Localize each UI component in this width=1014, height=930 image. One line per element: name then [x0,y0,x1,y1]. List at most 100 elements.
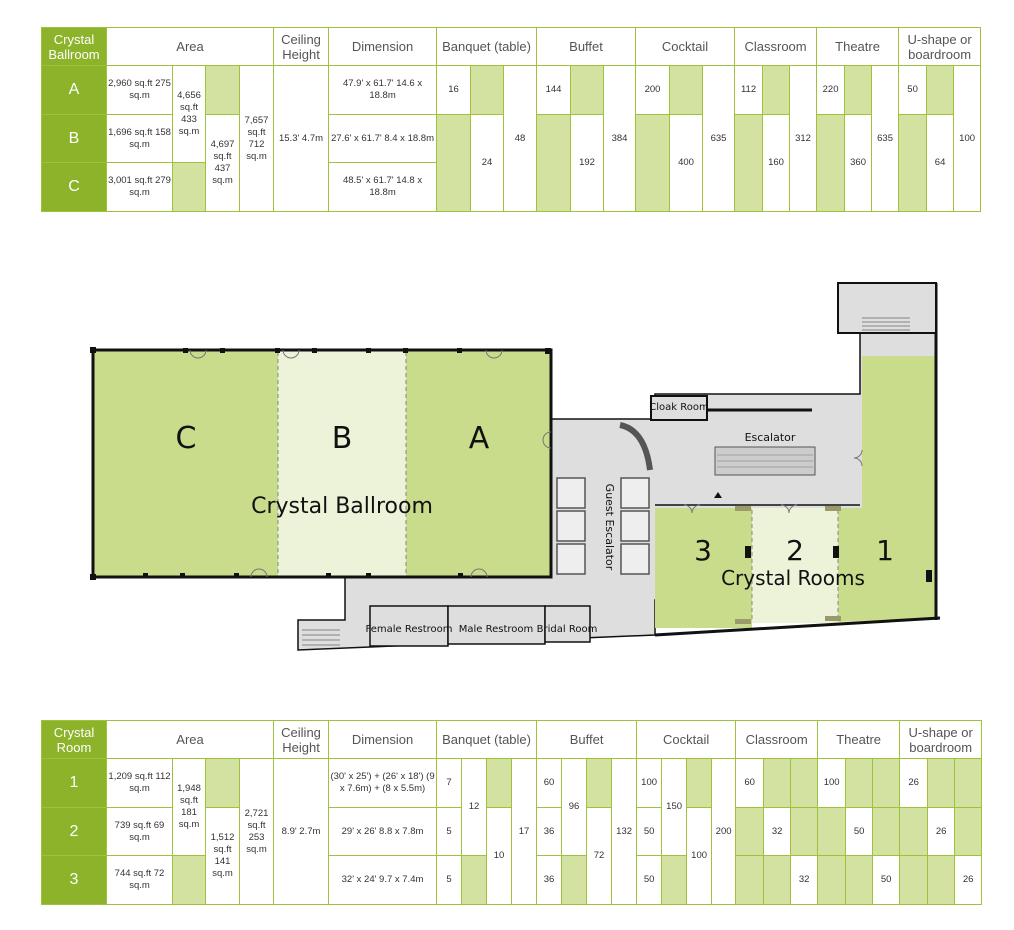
cloak-room [650,395,708,421]
guest-escalator-label: Guest Escalator [603,484,616,571]
cocktail-cell: 100 [636,758,663,808]
cocktail-header: Cocktail [636,720,737,759]
room-c-label: C [176,421,197,456]
area-cell: 2,960 sq.ft 275 sq.m [106,65,173,115]
area-header: Area [105,27,275,66]
room-b-label: B [332,421,353,456]
banquet-total-cell: 48 [503,65,538,212]
ushape-header: U-shape or boardroom [899,720,983,759]
area-cell: 1,696 sq.ft 158 sq.m [106,114,173,163]
theatre-total-cell: 635 [871,65,900,212]
dimension-cell: (30' x 25') + (26' x 18') (9 x 7.6m) + (… [328,758,438,808]
row-label-3: 3 [41,855,107,905]
crystal-room-1-area [838,356,936,622]
classroom-header: Classroom [734,27,818,66]
wall-posts [90,347,932,582]
cocktail-combo-cell: 400 [669,114,704,212]
escalator-steps [717,454,813,468]
buffet-cell: 36 [536,807,563,856]
area-cell: 739 sq.ft 69 sq.m [106,807,173,856]
banquet-combo-cell: 12 [461,758,488,856]
ushape-combo-cell: 64 [926,114,955,212]
classroom-header: Classroom [735,720,819,759]
ballroom-b-area [278,350,406,577]
ushape-cell: 26 [927,807,956,856]
buffet-header: Buffet [536,27,637,66]
male-restroom [447,605,546,645]
theatre-header: Theatre [817,720,901,759]
banquet-total-cell: 17 [511,758,538,905]
female-restroom [369,605,449,647]
buffet-total-cell: 384 [603,65,637,212]
area-combo-cell: 4,656 sq.ft 433 sq.m [172,65,206,163]
dimension-cell: 47.9' x 61.7' 14.6 x 18.8m [328,65,438,115]
table-corner-label: Crystal Ballroom [41,27,107,66]
cocktail-combo-cell: 100 [686,807,713,905]
room-3-label: 3 [694,534,712,567]
bridal-room [544,605,591,643]
cocktail-combo-cell: 150 [661,758,688,856]
ballroom-label: Crystal Ballroom [251,494,433,519]
guest-escalator-cabins [556,477,650,575]
dimension-cell: 29' x 26' 8.8 x 7.8m [328,807,438,856]
buffet-header: Buffet [536,720,638,759]
ushape-total-cell: 100 [953,65,982,212]
classroom-cell: 60 [735,758,765,808]
area-cell: 1,209 sq.ft 112 sq.m [106,758,173,808]
ballroom-outline [91,348,553,579]
buffet-combo-cell: 96 [561,758,588,856]
crystal-rooms-label: Crystal Rooms [721,566,865,590]
area-header: Area [105,720,275,759]
door-icons [189,349,863,578]
buffet-cell: 144 [536,65,572,115]
dimension-cell: 48.5' x 61.7' 14.8 x 18.8m [328,162,438,212]
cloak-room-label: Cloak Room [649,402,708,413]
theatre-combo-cell: 360 [844,114,873,212]
banquet-cell: 5 [436,855,463,905]
ballroom-capacity-table: Crystal Ballroom Area Ceiling Height Dim… [41,27,982,212]
ceiling-cell: 15.3' 4.7m [273,65,330,212]
area-combo-cell: 4,697 sq.ft 437 sq.m [205,114,240,212]
theatre-cell: 50 [845,807,874,856]
area-total-cell: 2,721 sq.ft 253 sq.m [238,758,275,905]
buffet-total-cell: 132 [611,758,638,905]
buffet-cell: 60 [536,758,563,808]
theatre-cell: 100 [817,758,847,808]
cocktail-cell: 50 [636,807,663,856]
dimension-header: Dimension [328,720,438,759]
row-label-c: C [41,162,107,212]
buffet-combo-cell: 72 [586,807,613,905]
cocktail-cell: 50 [636,855,663,905]
crystal-room-3-area [655,508,752,628]
dimension-cell: 27.6' x 61.7' 8.4 x 18.8m [328,114,438,163]
crystal-room-2-area [752,508,838,623]
cocktail-total-cell: 635 [702,65,736,212]
banquet-header: Banquet (table) [436,27,538,66]
wall [654,616,941,637]
dimension-header: Dimension [328,27,438,66]
banquet-cell: 5 [436,807,463,856]
ushape-cell: 26 [954,855,983,905]
area-cell: 744 sq.ft 72 sq.m [106,855,173,905]
buffet-cell: 36 [536,855,563,905]
male-restroom-label: Male Restroom [459,624,534,635]
buffet-combo-cell: 192 [570,114,605,212]
escalator-label: Escalator [745,431,796,444]
room-1-label: 1 [876,534,894,567]
classroom-combo-cell: 160 [762,114,791,212]
row-label-2: 2 [41,807,107,856]
row-label-a: A [41,65,107,115]
ballroom-a-area [406,350,551,577]
up-arrow-icon [714,492,722,498]
theatre-cell: 50 [872,855,901,905]
ushape-cell: 50 [898,65,928,115]
table-corner-label: Crystal Room [41,720,107,759]
classroom-total-cell: 312 [789,65,818,212]
room-2-label: 2 [786,534,804,567]
spiral-stair [619,422,653,471]
theatre-header: Theatre [816,27,900,66]
ushape-cell: 26 [899,758,929,808]
cocktail-header: Cocktail [635,27,736,66]
area-total-cell: 7,657 sq.ft 712 sq.m [238,65,275,212]
